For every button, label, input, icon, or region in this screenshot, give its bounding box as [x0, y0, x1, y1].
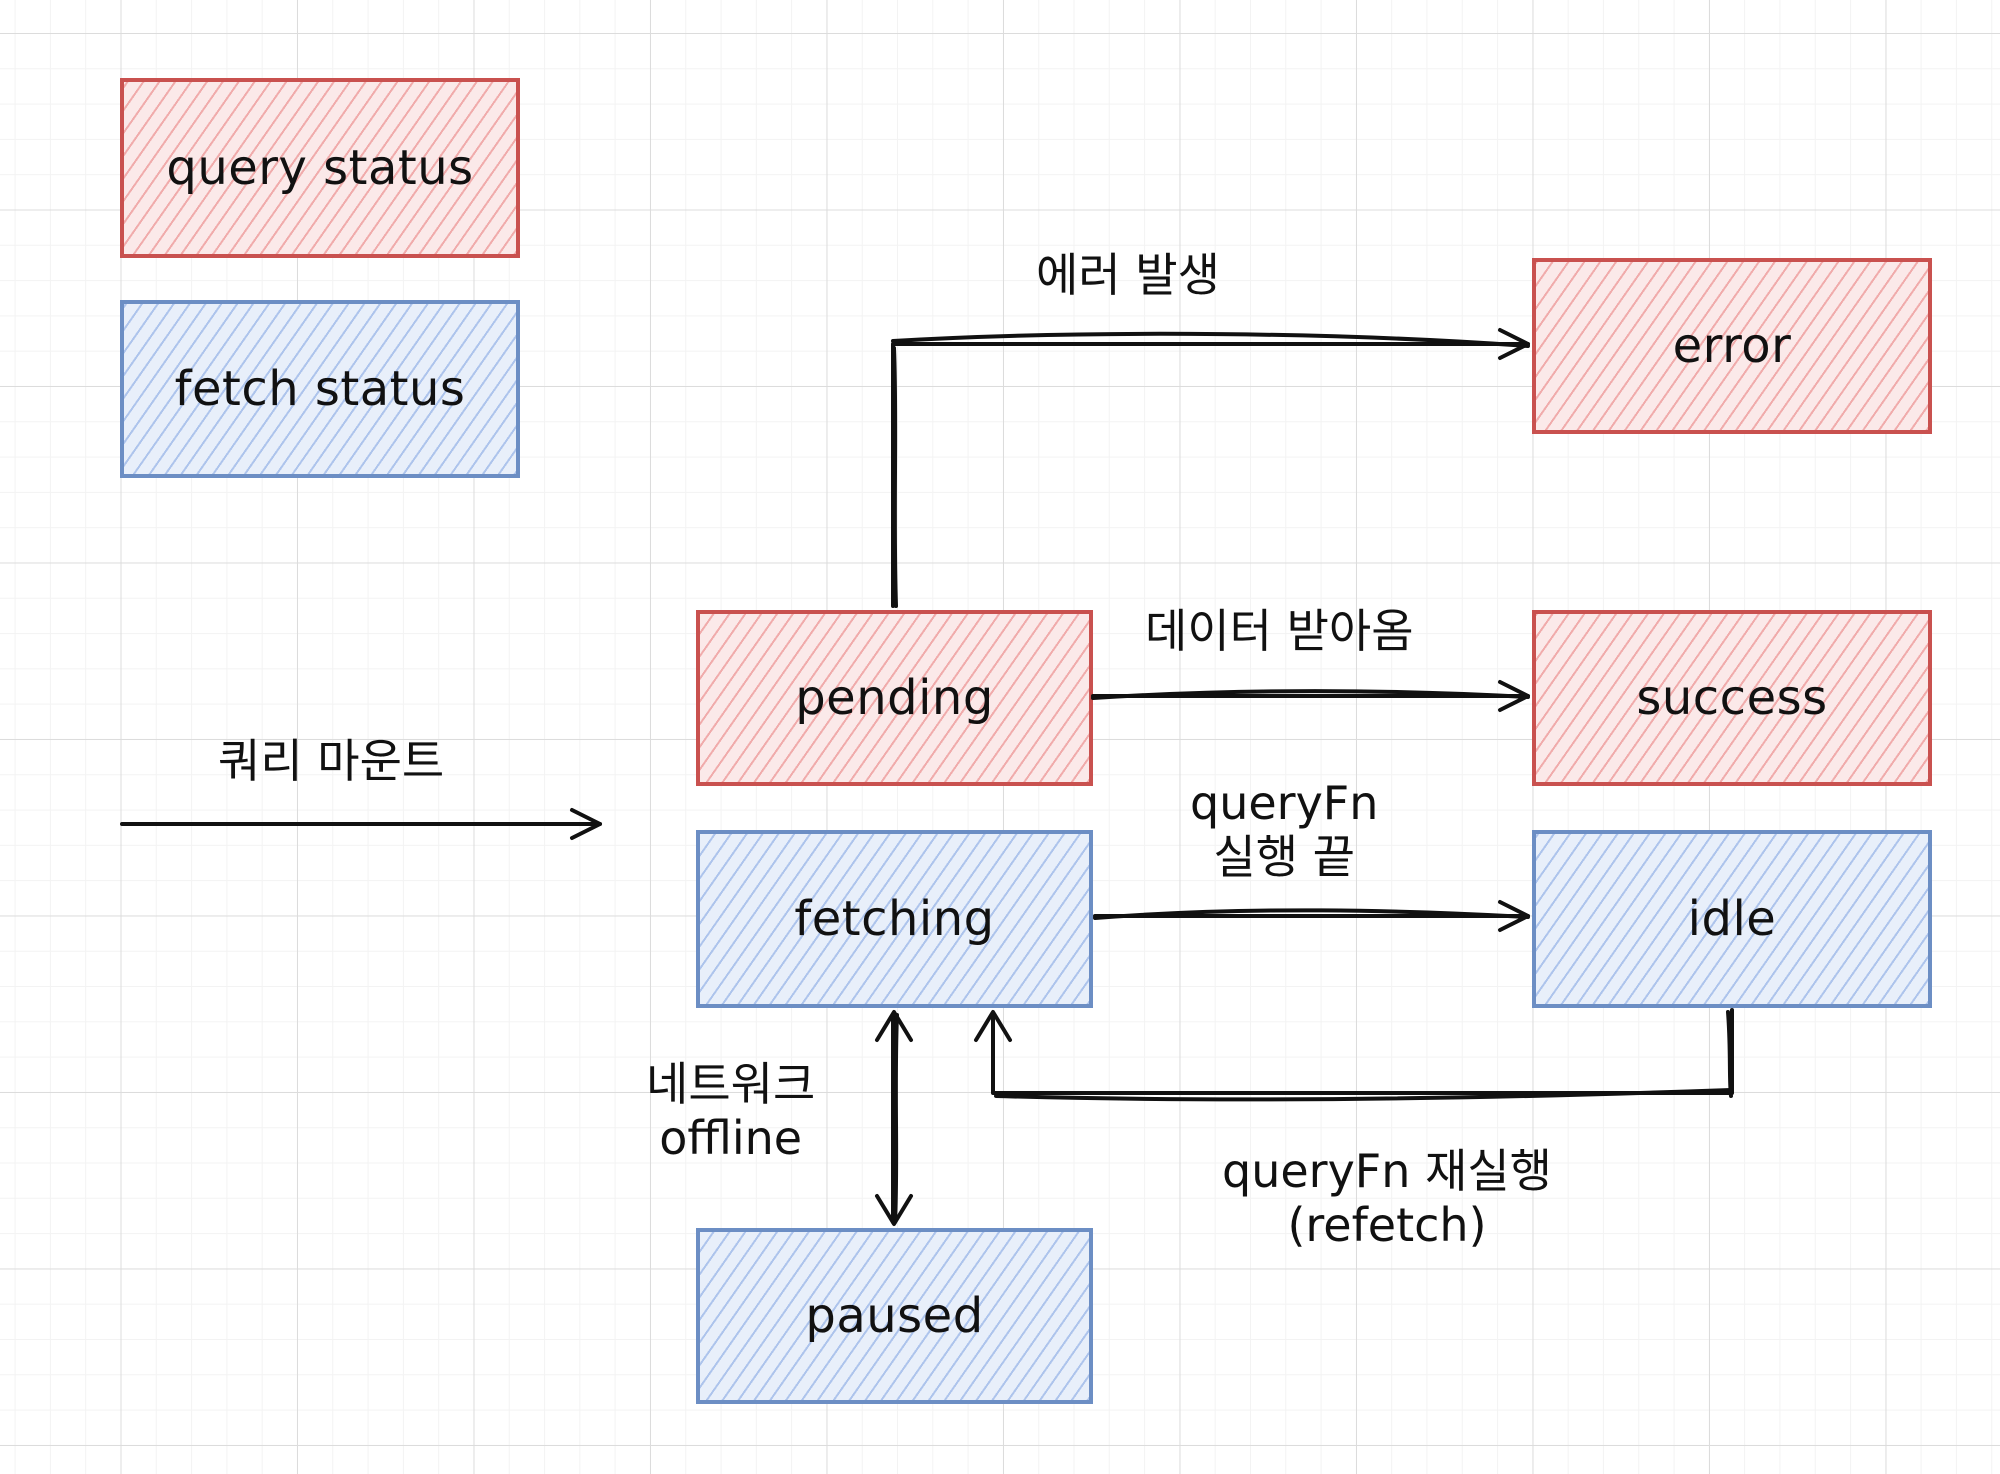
- node-pending-label: pending: [795, 670, 994, 726]
- node-pending: pending: [696, 610, 1093, 786]
- node-success: success: [1532, 610, 1932, 786]
- label-refetch-line1: queryFn 재실행: [1222, 1144, 1552, 1198]
- node-success-label: success: [1636, 670, 1828, 726]
- node-fetching-label: fetching: [794, 891, 995, 947]
- node-error-label: error: [1672, 318, 1792, 374]
- label-fetch-done-line1: queryFn: [1190, 776, 1379, 830]
- label-fetch-done-line2: 실행 끝: [1213, 830, 1355, 885]
- arrow-pending-to-success: [1091, 680, 1530, 712]
- legend-query-status-label: query status: [166, 140, 474, 196]
- legend-fetch-status: fetch status: [120, 300, 520, 478]
- label-refetch: queryFn 재실행 (refetch): [1222, 1144, 1552, 1253]
- arrow-fetching-paused: [875, 1010, 913, 1226]
- node-idle: idle: [1532, 830, 1932, 1008]
- label-network-offline: 네트워크 offline: [646, 1057, 815, 1166]
- label-mount: 쿼리 마운트: [218, 734, 445, 788]
- label-data-received: 데이터 받아옴: [1145, 604, 1414, 658]
- arrow-mount: [120, 808, 602, 840]
- arrow-idle-refetch: [974, 1008, 1734, 1102]
- legend-fetch-status-label: fetch status: [174, 361, 466, 417]
- label-refetch-line2: (refetch): [1287, 1198, 1487, 1253]
- label-network-offline-line2: offline: [659, 1111, 803, 1166]
- legend-query-status: query status: [120, 78, 520, 258]
- node-paused-label: paused: [805, 1288, 984, 1344]
- node-paused: paused: [696, 1228, 1093, 1404]
- node-fetching: fetching: [696, 830, 1093, 1008]
- label-network-offline-line1: 네트워크: [646, 1057, 816, 1111]
- arrow-pending-to-error: [891, 328, 1530, 608]
- label-error-occurred: 에러 발생: [1036, 248, 1220, 302]
- arrow-fetching-to-idle: [1093, 900, 1530, 932]
- node-idle-label: idle: [1687, 891, 1777, 947]
- node-error: error: [1532, 258, 1932, 434]
- label-fetch-done: queryFn 실행 끝: [1190, 776, 1378, 885]
